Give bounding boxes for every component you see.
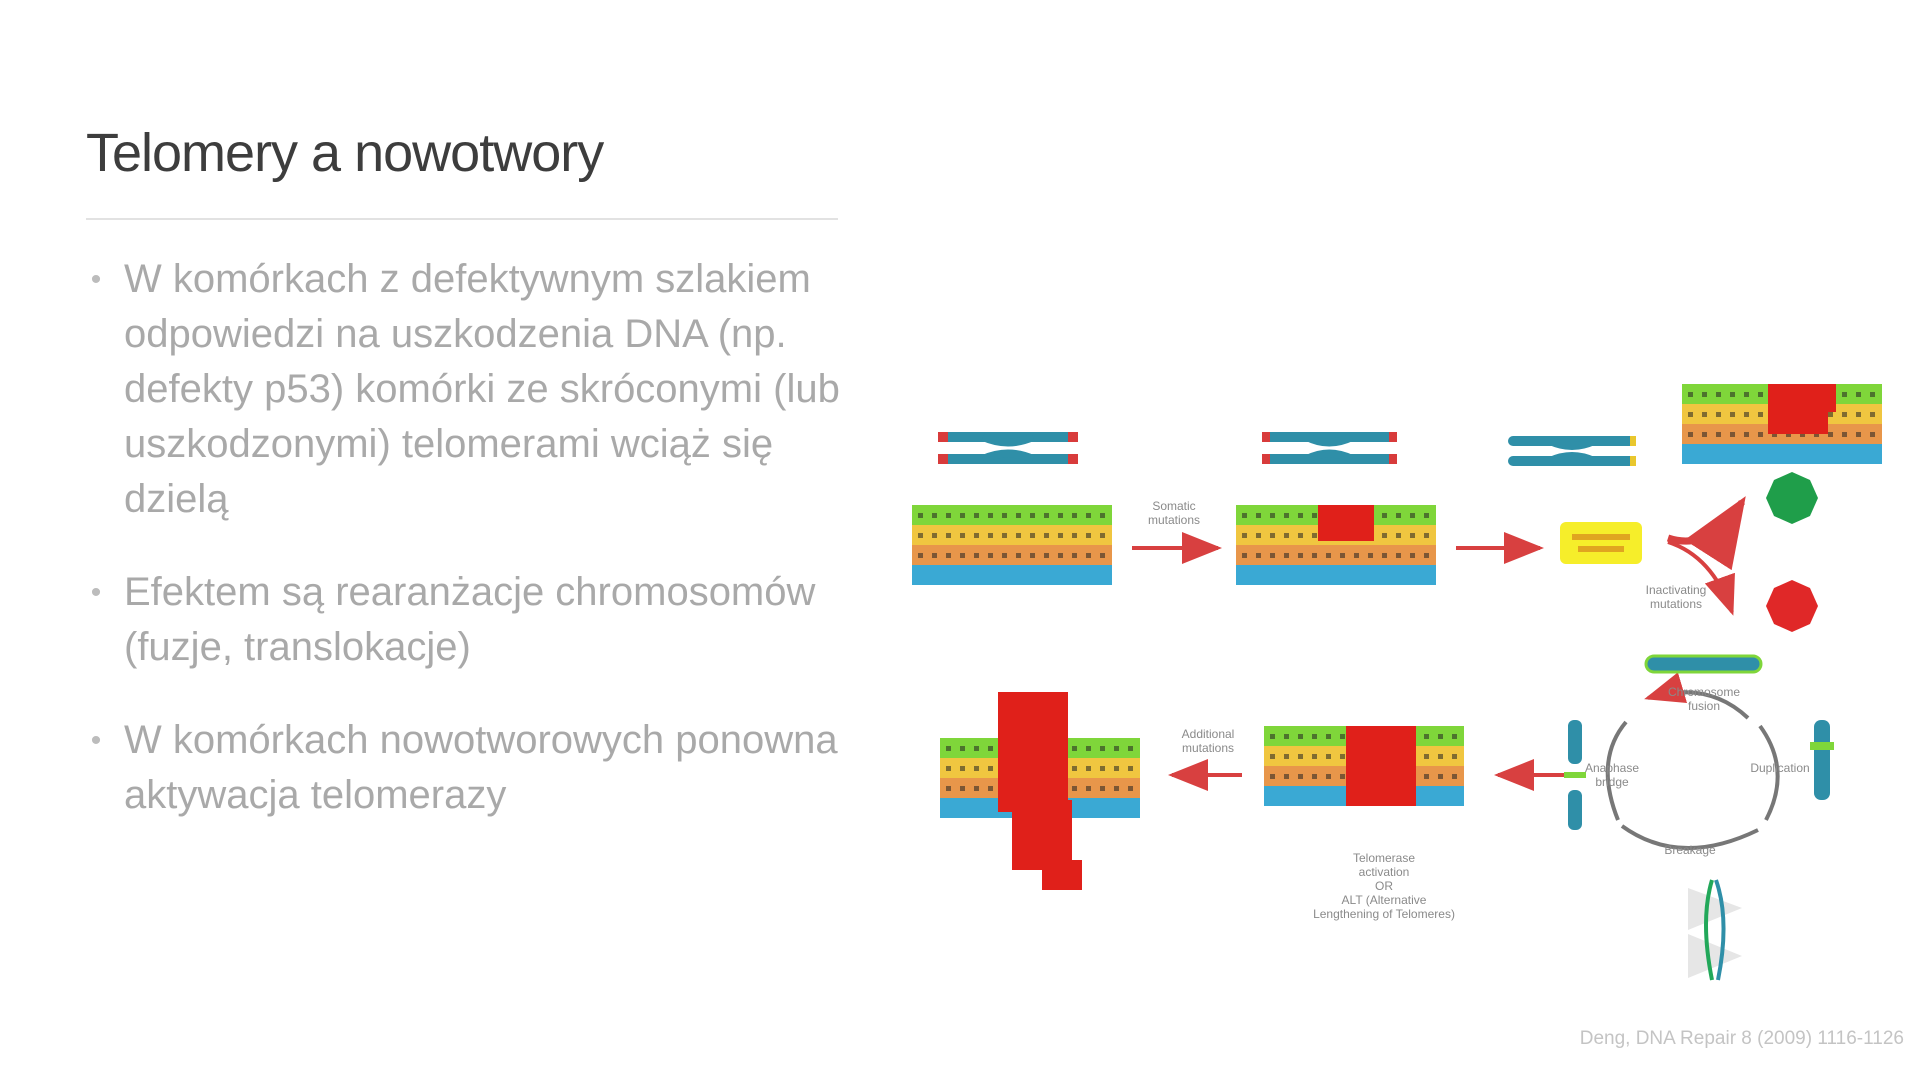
bullet-text: W komórkach z defektywnym szlakiem odpow… [124, 257, 840, 521]
bfb-cycle-diagram [1564, 654, 1834, 981]
chromosome-icon [938, 432, 1078, 464]
telomerase-tissue-block [1264, 726, 1464, 806]
normal-tissue-block [912, 505, 1112, 585]
bullet-list: • W komórkach z defektywnym szlakiem odp… [86, 252, 846, 861]
short-telomere-chromosome-icon [1508, 436, 1636, 466]
tumor-tissue-block-top [1682, 384, 1882, 464]
stop-sign-red [1766, 580, 1818, 632]
invasive-tumor-mass [998, 692, 1082, 890]
bullet-item: • Efektem są rearanżacje chromosomów (fu… [86, 565, 846, 675]
mutated-tissue-block [1236, 505, 1436, 585]
bfb-breakage-label: Breakage [1664, 843, 1716, 857]
bullet-item: • W komórkach nowotworowych ponowna akty… [86, 713, 846, 823]
title-divider [86, 218, 838, 220]
slide-title: Telomery a nowotwory [86, 123, 604, 183]
citation: Deng, DNA Repair 8 (2009) 1116-1126 [1579, 1028, 1904, 1049]
invasive-tumor-block [940, 738, 1140, 818]
chromosome-icon [1262, 432, 1397, 464]
curved-arrow [1666, 496, 1746, 571]
stop-sign-green [1766, 472, 1818, 524]
bfb-duplication-label: Duplication [1750, 761, 1809, 775]
bullet-marker: • [90, 724, 102, 757]
bullet-text: W komórkach nowotworowych ponowna aktywa… [124, 718, 838, 817]
bullet-marker: • [90, 576, 102, 609]
crisis-label-box [1560, 522, 1642, 564]
bullet-marker: • [90, 263, 102, 296]
bullet-text: Efektem są rearanżacje chromosomów (fuzj… [124, 570, 816, 669]
curved-arrow [1667, 540, 1735, 616]
bullet-item: • W komórkach z defektywnym szlakiem odp… [86, 252, 846, 527]
